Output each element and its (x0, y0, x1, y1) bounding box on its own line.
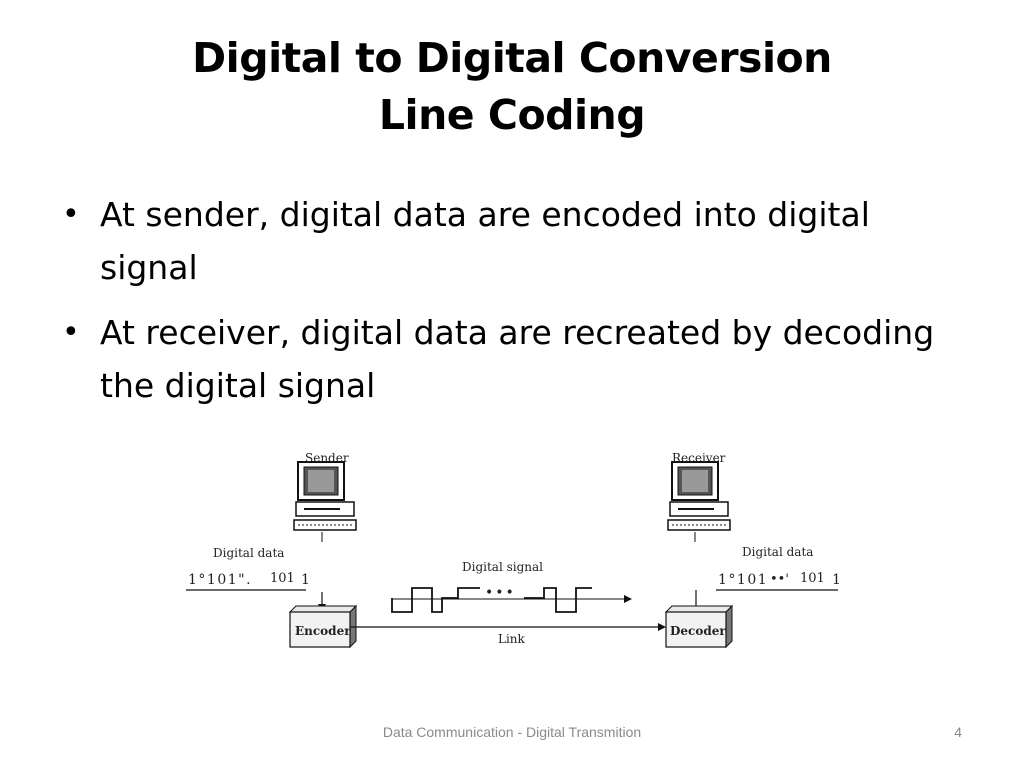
signal-label: Digital signal (462, 560, 543, 574)
bullet-item: • At sender, digital data are encoded in… (62, 188, 972, 294)
bits-right-c: 101 (800, 571, 825, 586)
bullet-text: At sender, digital data are encoded into… (100, 195, 870, 287)
footer-text: Data Communication - Digital Transmition (382, 724, 642, 740)
digital-data-right-label: Digital data (742, 545, 813, 559)
sender-computer-icon (293, 461, 357, 542)
slide-title: Digital to Digital Conversion Line Codin… (0, 30, 1024, 144)
encoder-box (288, 604, 358, 649)
bits-left-b: 101 (270, 571, 295, 586)
bits-right-d: 1 (832, 572, 841, 588)
title-line-2: Line Coding (378, 91, 646, 139)
decoder-box (664, 604, 734, 649)
signal-arrowhead (624, 595, 632, 603)
bullet-item: • At receiver, digital data are recreate… (62, 306, 972, 412)
line-coding-diagram: Sender Receiver Digital data Digital dat… (186, 451, 841, 649)
bits-right-b: ••' (770, 572, 789, 587)
signal-dots: ••• (485, 585, 516, 601)
bits-left-a: 1°101". (188, 572, 252, 588)
bullet-text: At receiver, digital data are recreated … (100, 313, 935, 405)
sender-label: Sender (305, 451, 349, 465)
digital-data-left-label: Digital data (213, 546, 284, 560)
bits-right-a: 1°101 (718, 572, 768, 588)
digital-signal-waveform (391, 587, 592, 613)
title-line-1: Digital to Digital Conversion (192, 34, 832, 82)
bullet-list: • At sender, digital data are encoded in… (62, 188, 972, 424)
decoder-label: Decoder (670, 624, 726, 638)
link-label: Link (498, 632, 526, 646)
link-arrow (350, 623, 666, 631)
bullet-icon: • (62, 315, 80, 350)
page-number: 4 (954, 724, 962, 740)
receiver-label: Receiver (672, 451, 726, 465)
receiver-computer-icon (667, 461, 731, 542)
bullet-icon: • (62, 197, 80, 232)
bits-left-c: 1 (301, 572, 310, 588)
encoder-label: Encoder (295, 624, 351, 638)
